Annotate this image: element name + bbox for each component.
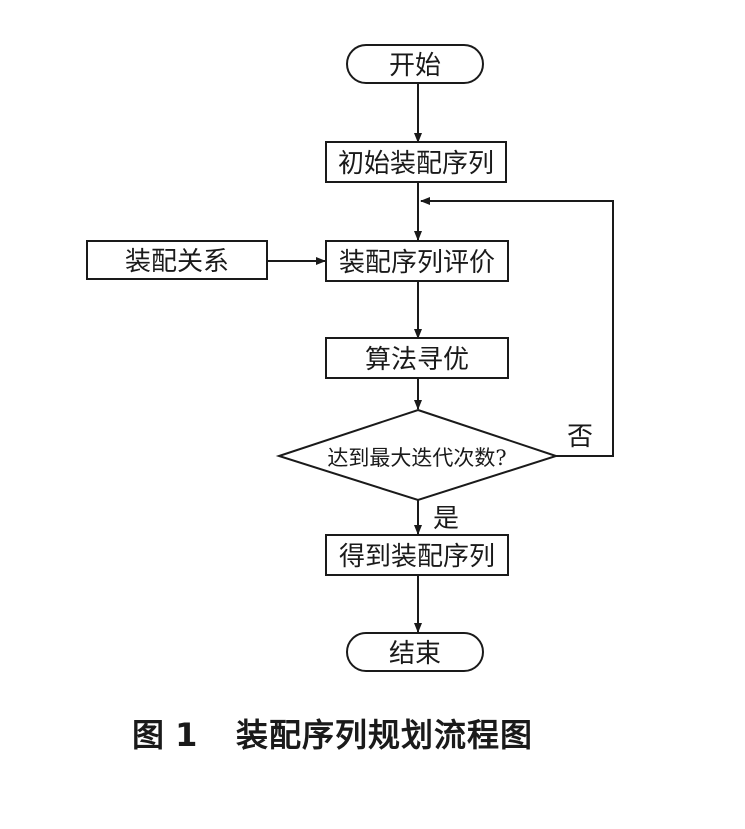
yes-label: 是	[433, 504, 459, 534]
evaluation-node: 装配序列评价	[325, 240, 509, 282]
caption-title: 装配序列规划流程图	[236, 716, 533, 754]
decision-node: 达到最大迭代次数?	[275, 408, 560, 502]
init-sequence-label: 初始装配序列	[338, 149, 494, 179]
arrow-decision-no-loop	[420, 197, 614, 457]
assembly-relation-label: 装配关系	[125, 247, 229, 277]
result-node: 得到装配序列	[325, 534, 509, 576]
caption-number: 图 1	[132, 716, 197, 754]
start-label: 开始	[389, 51, 441, 81]
start-node: 开始	[346, 44, 484, 84]
optimization-node: 算法寻优	[325, 337, 509, 379]
init-sequence-node: 初始装配序列	[325, 141, 507, 183]
evaluation-label: 装配序列评价	[339, 248, 495, 278]
end-node: 结束	[346, 632, 484, 672]
figure-caption: 图 1 装配序列规划流程图	[132, 716, 533, 754]
no-label: 否	[567, 422, 593, 452]
decision-label: 达到最大迭代次数?	[327, 446, 506, 470]
end-label: 结束	[389, 639, 441, 669]
optimization-label: 算法寻优	[365, 345, 469, 375]
result-label: 得到装配序列	[339, 542, 495, 572]
assembly-relation-node: 装配关系	[86, 240, 268, 280]
